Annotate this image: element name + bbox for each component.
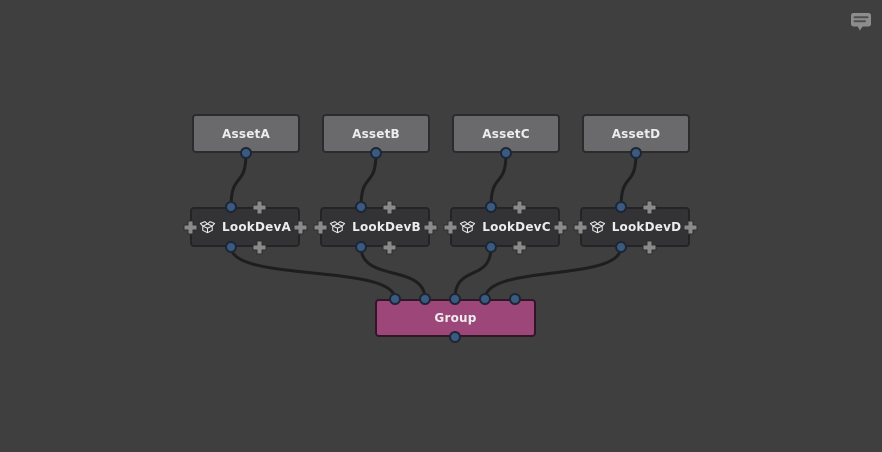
add-connection-plus-icon[interactable] bbox=[683, 220, 698, 235]
port-lookdeva-out[interactable] bbox=[225, 241, 237, 253]
connection-wire[interactable] bbox=[489, 151, 508, 209]
comment-bubble-icon[interactable] bbox=[850, 11, 872, 33]
connection-wire[interactable] bbox=[229, 245, 397, 301]
node-lookdevc[interactable]: LookDevC bbox=[450, 207, 560, 247]
node-label: LookDevB bbox=[352, 220, 421, 234]
port-group-in2[interactable] bbox=[419, 293, 431, 305]
port-lookdevb-in[interactable] bbox=[355, 201, 367, 213]
port-lookdevb-out[interactable] bbox=[355, 241, 367, 253]
node-label: AssetA bbox=[222, 126, 270, 141]
open-box-icon bbox=[460, 221, 476, 234]
add-connection-plus-icon[interactable] bbox=[443, 220, 458, 235]
node-label: Group bbox=[434, 311, 477, 325]
node-lookdevd[interactable]: LookDevD bbox=[580, 207, 690, 247]
add-connection-plus-icon[interactable] bbox=[183, 220, 198, 235]
bubble-tail bbox=[857, 26, 863, 31]
add-connection-plus-icon[interactable] bbox=[512, 200, 527, 215]
add-connection-plus-icon[interactable] bbox=[553, 220, 568, 235]
connection-wire[interactable] bbox=[229, 151, 248, 209]
add-connection-plus-icon[interactable] bbox=[382, 240, 397, 255]
add-connection-plus-icon[interactable] bbox=[252, 240, 267, 255]
port-assetc-out[interactable] bbox=[500, 147, 512, 159]
port-group-in5[interactable] bbox=[509, 293, 521, 305]
port-lookdevd-out[interactable] bbox=[615, 241, 627, 253]
add-connection-plus-icon[interactable] bbox=[293, 220, 308, 235]
node-lookdevb[interactable]: LookDevB bbox=[320, 207, 430, 247]
connection-wire[interactable] bbox=[359, 151, 378, 209]
add-connection-plus-icon[interactable] bbox=[573, 220, 588, 235]
node-label: AssetC bbox=[482, 126, 530, 141]
node-label: AssetD bbox=[611, 126, 661, 141]
port-group-out[interactable] bbox=[449, 331, 461, 343]
connection-wire[interactable] bbox=[483, 245, 623, 301]
node-asseta[interactable]: AssetA bbox=[192, 114, 300, 153]
add-connection-plus-icon[interactable] bbox=[423, 220, 438, 235]
port-lookdeva-in[interactable] bbox=[225, 201, 237, 213]
port-lookdevd-in[interactable] bbox=[615, 201, 627, 213]
port-assetd-out[interactable] bbox=[630, 147, 642, 159]
port-group-in4[interactable] bbox=[479, 293, 491, 305]
port-lookdevc-out[interactable] bbox=[485, 241, 497, 253]
port-asseta-out[interactable] bbox=[240, 147, 252, 159]
add-connection-plus-icon[interactable] bbox=[313, 220, 328, 235]
node-label: AssetB bbox=[352, 126, 400, 141]
bubble-body bbox=[851, 13, 871, 27]
port-assetb-out[interactable] bbox=[370, 147, 382, 159]
port-lookdevc-in[interactable] bbox=[485, 201, 497, 213]
open-box-icon bbox=[199, 221, 216, 234]
node-assetc[interactable]: AssetC bbox=[452, 114, 560, 153]
node-lookdeva[interactable]: LookDevA bbox=[190, 207, 300, 247]
connection-wire[interactable] bbox=[619, 151, 638, 209]
open-box-icon bbox=[589, 221, 605, 234]
port-group-in3[interactable] bbox=[449, 293, 461, 305]
add-connection-plus-icon[interactable] bbox=[642, 200, 657, 215]
add-connection-plus-icon[interactable] bbox=[382, 200, 397, 215]
connection-wire[interactable] bbox=[453, 245, 493, 301]
open-box-icon bbox=[329, 221, 346, 234]
node-label: LookDevD bbox=[611, 220, 682, 234]
node-label: LookDevA bbox=[222, 220, 291, 234]
port-group-in1[interactable] bbox=[389, 293, 401, 305]
add-connection-plus-icon[interactable] bbox=[512, 240, 527, 255]
add-connection-plus-icon[interactable] bbox=[642, 240, 657, 255]
node-label: LookDevC bbox=[482, 220, 551, 234]
connection-wire[interactable] bbox=[359, 245, 427, 301]
add-connection-plus-icon[interactable] bbox=[252, 200, 267, 215]
